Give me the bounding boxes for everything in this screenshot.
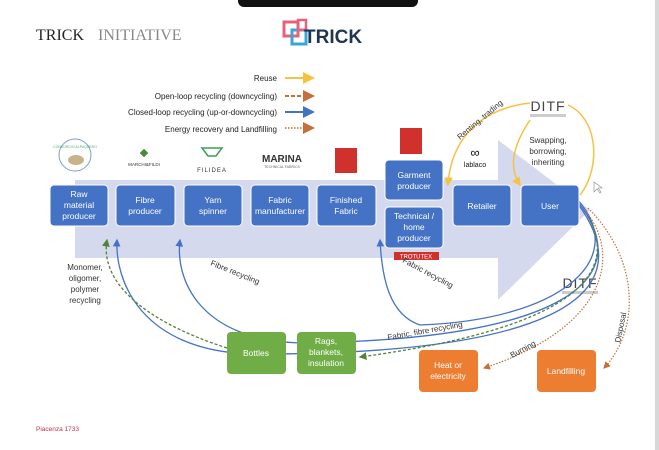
legend-reuse: Reuse <box>254 74 278 83</box>
box-landfilling: Landfilling <box>537 350 596 392</box>
alpaca-logo: CONSORCIO ALPAQUERO <box>53 138 97 172</box>
monomer-recycling-arrow <box>102 238 228 349</box>
legend-open-loop: Open-loop recycling (downcycling) <box>155 92 278 101</box>
ditf-logo-2: DITF <box>562 275 598 294</box>
trotutex-logo: TROTUTEX <box>394 252 439 261</box>
footer-text: Piacenza 1733 <box>36 426 79 433</box>
label-disposal: Disposal <box>613 311 628 343</box>
svg-text:CONSORCIO ALPAQUERO: CONSORCIO ALPAQUERO <box>53 145 97 149</box>
label-burning: Burning <box>509 339 538 360</box>
box-rags-blankets-insulation: Rags,blankets,insulation <box>297 332 356 374</box>
fabric-recycling-arrow <box>376 199 596 326</box>
marchi-fildi-logo: MARCHI&FILDI <box>128 148 160 167</box>
window-top-bar <box>238 0 418 7</box>
trick-logo: TRICK <box>282 18 362 48</box>
disposal-arrow <box>587 207 630 369</box>
svg-text:DITF: DITF <box>562 275 597 291</box>
filidea-logo: FILIDEA <box>197 147 227 174</box>
svg-text:DITF: DITF <box>530 98 565 114</box>
svg-text:MARINA: MARINA <box>262 154 302 165</box>
label-renting: Renting, trading <box>456 98 505 141</box>
svg-text:lablaco: lablaco <box>464 162 486 169</box>
legend-closed-loop: Closed-loop recycling (up-or-downcycling… <box>128 108 277 117</box>
title-initiative: INITIATIVE <box>98 27 182 44</box>
burning-arrow <box>482 209 604 370</box>
renting-arrow <box>443 102 531 187</box>
box-user: User <box>520 184 580 227</box>
svg-text:User: User <box>541 201 559 211</box>
svg-text:Rags,blankets,insulation: Rags,blankets,insulation <box>308 336 344 368</box>
box-bottles: Bottles <box>227 332 286 374</box>
piacenza-logo <box>335 148 357 173</box>
svg-text:TRICK: TRICK <box>304 27 362 48</box>
svg-text:Retailer: Retailer <box>467 201 496 211</box>
fibre-recycling-arrow <box>175 201 599 344</box>
label-swapping: Swapping,borrowing,inheriting <box>529 136 566 167</box>
svg-text:TECHNICAL FABRICS: TECHNICAL FABRICS <box>264 165 300 169</box>
legend-energy: Energy recovery and Landfilling <box>165 125 277 134</box>
svg-text:∞: ∞ <box>470 145 479 160</box>
label-fibre-recycling: Fibre recycling <box>209 259 261 287</box>
label-fabric-fibre-recycling: Fabric, fibre recycling <box>387 320 463 342</box>
ditf-logo: DITF <box>530 98 566 117</box>
svg-text:Landfilling: Landfilling <box>547 366 586 376</box>
svg-text:MARCHI&FILDI: MARCHI&FILDI <box>128 162 160 167</box>
window-edge <box>655 0 659 450</box>
svg-text:FILIDEA: FILIDEA <box>197 168 227 174</box>
legend: Reuse Open-loop recycling (downcycling) … <box>128 72 315 134</box>
lablaco-logo: ∞ lablaco <box>464 145 486 169</box>
title-trick: TRICK <box>36 27 84 44</box>
swapping-arrow <box>512 119 531 187</box>
svg-text:Bottles: Bottles <box>243 348 269 358</box>
label-fabric-recycling: Fabric recycling <box>401 256 455 290</box>
mouse-cursor-icon <box>593 181 603 194</box>
downcycling-arrow <box>358 219 598 360</box>
box-retailer: Retailer <box>452 184 512 227</box>
fibre-recycling-arrow-2 <box>112 203 600 355</box>
user-reuse-loop <box>567 104 595 196</box>
svg-text:TROTUTEX: TROTUTEX <box>400 255 432 261</box>
piacenza-logo-2 <box>400 128 422 154</box>
